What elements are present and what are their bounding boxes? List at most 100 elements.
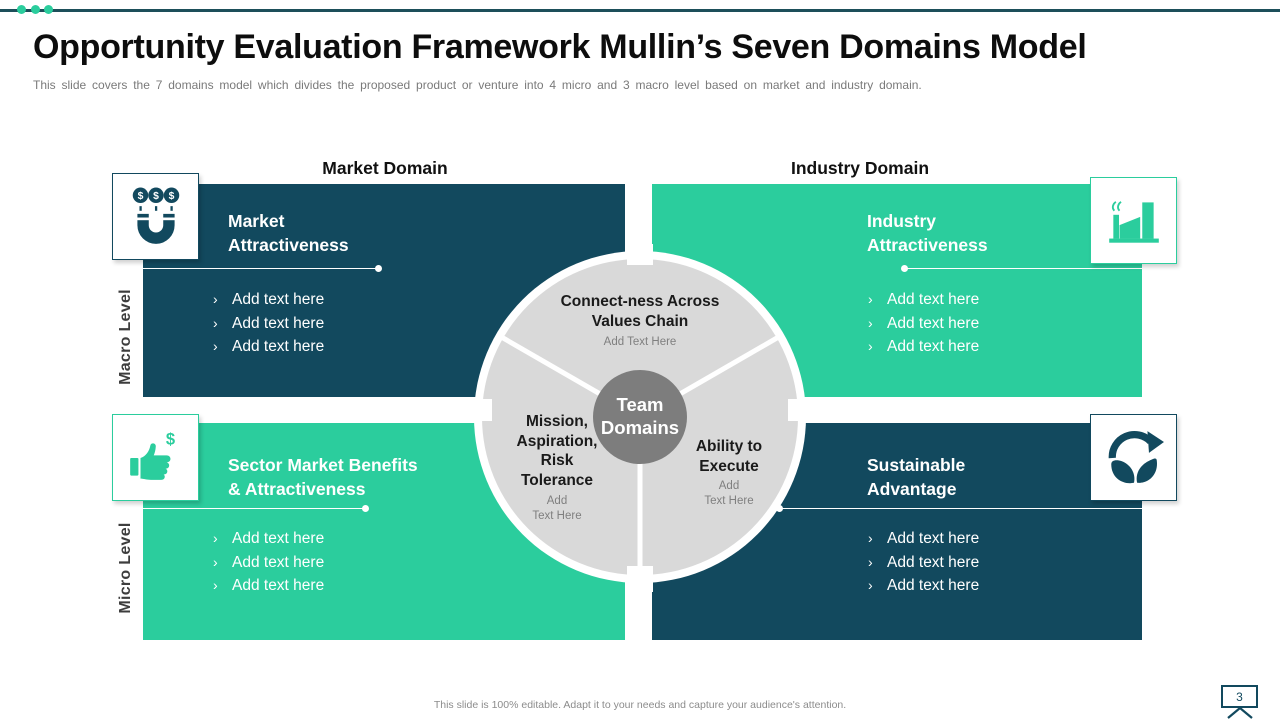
bullet-text: Add text here xyxy=(887,553,980,571)
bullet-marker: › xyxy=(868,530,873,546)
hub-label-line: Team xyxy=(616,394,664,415)
bullet-list: › Add text here › Add text here › Add text … xyxy=(868,527,979,598)
icon-box-industry xyxy=(1090,177,1177,264)
bullet-list: › Add text here › Add text here › Add text … xyxy=(213,527,324,598)
svg-text:$: $ xyxy=(165,429,174,448)
bullet-list: ›Add text here ›Add text here ›Add text … xyxy=(868,288,979,359)
svg-text:$: $ xyxy=(137,190,143,201)
bullet-text: Add text here xyxy=(887,577,980,594)
bullet-text: Add text here xyxy=(887,314,980,332)
segment-placeholder: Add Text Here xyxy=(487,494,627,523)
footer-note: This slide is 100% editable. Adapt it to… xyxy=(433,699,847,711)
bullet-marker: › xyxy=(213,553,218,570)
bullet-text: Add text here xyxy=(232,553,325,571)
wheel-hub xyxy=(593,370,687,464)
segment-title-line: Mission, xyxy=(525,413,588,430)
wheel-segment-mission: Mission, Aspiration, Risk Tolerance xyxy=(487,412,627,490)
panel-title-line: Sustainable xyxy=(867,455,966,475)
icon-box-market: $ $ $ xyxy=(112,173,199,260)
top-accent-line xyxy=(0,9,1280,12)
bullet-text: Add text here xyxy=(232,530,325,547)
bullet-marker: › xyxy=(213,530,218,546)
icon-box-sector: $ xyxy=(112,414,199,501)
thumbs-up-dollar-icon: $ xyxy=(129,429,175,480)
bullet-marker: › xyxy=(868,314,873,331)
title-underline xyxy=(780,508,1142,509)
segment-title-line: Connect-ness Across xyxy=(560,293,720,310)
hub-label-line: Domains xyxy=(600,417,680,438)
bullet-item: › Add text here xyxy=(868,551,979,575)
title-underline xyxy=(905,268,1142,269)
bullet-item: ›Add text here xyxy=(868,288,979,312)
segment-title-line: Execute xyxy=(699,457,759,475)
bullet-text: Add text here xyxy=(232,314,325,332)
segment-title-line: Values Chain xyxy=(591,313,689,330)
bullet-item: › Add text here xyxy=(213,574,324,598)
panel-title: Sustainable Advantage xyxy=(867,454,965,501)
wheel-segment-ability: Ability to Execute xyxy=(659,437,799,476)
underline-dot xyxy=(362,505,369,512)
segment-title-line: Ability to xyxy=(695,438,763,455)
panel-title: Sector Market Benefits & Attractiveness xyxy=(228,454,418,501)
presentation-screen-icon xyxy=(1227,708,1253,719)
bullet-marker: › xyxy=(213,577,218,593)
magnet-dollar-icon: $ $ $ xyxy=(132,187,179,244)
segment-placeholder: Add Text Here xyxy=(659,479,799,508)
panel-title-line: Sector Market Benefits xyxy=(228,455,418,475)
bullet-text: Add text here xyxy=(887,338,980,355)
accent-dot xyxy=(17,5,26,14)
segment-title-line: Tolerance xyxy=(520,471,594,489)
bullet-item: › Add text here xyxy=(213,551,324,575)
underline-dot xyxy=(375,265,382,272)
panel-title-line: Advantage xyxy=(867,478,957,499)
bullet-item: › Add text here xyxy=(213,288,324,312)
segment-placeholder: Add Text Here xyxy=(603,336,677,348)
panel-title: Market Attractiveness xyxy=(228,210,349,257)
bullet-item: › Add text here xyxy=(868,335,979,359)
column-header-industry: Industry Domain xyxy=(790,158,930,178)
underline-dot xyxy=(776,505,783,512)
panel-gap xyxy=(627,566,653,592)
title-underline xyxy=(143,268,378,269)
segment-placeholder-line: Add xyxy=(546,495,568,507)
bullet-text: Add text here xyxy=(887,530,980,547)
domains-wheel xyxy=(474,251,806,583)
sustainability-icon xyxy=(1108,430,1164,483)
bullet-marker: › xyxy=(868,338,873,354)
column-header-market: Market Domain xyxy=(322,158,448,178)
bullet-text: Add text here xyxy=(232,291,325,308)
bullet-list: › Add text here › Add text here › Add text … xyxy=(213,288,324,359)
wheel-segment-connectness: Connect-ness Across Values Chain xyxy=(520,292,760,332)
bullet-marker: › xyxy=(213,314,218,331)
panel-gap xyxy=(788,399,814,421)
bullet-item: › Add text here xyxy=(213,312,324,336)
svg-text:$: $ xyxy=(153,190,159,201)
page-number: 3 xyxy=(1236,689,1243,704)
segment-placeholder-line: Text Here xyxy=(532,509,582,522)
panel-gap xyxy=(466,399,492,421)
segment-title-line: Risk xyxy=(540,452,574,469)
page-number-badge: 3 xyxy=(1221,685,1258,708)
segment-placeholder-line: Add xyxy=(718,480,740,492)
bullet-marker: › xyxy=(213,338,218,354)
slide-subtitle: This slide covers the 7 domains model wh… xyxy=(33,78,922,92)
svg-text:$: $ xyxy=(168,190,174,201)
panel-title-line: Industry xyxy=(867,211,937,231)
panel-gap xyxy=(627,244,653,265)
factory-icon xyxy=(1108,200,1159,243)
hub-label: Team Domains xyxy=(570,393,710,439)
bullet-text: Add text here xyxy=(232,577,325,594)
bullet-text: Add text here xyxy=(232,338,325,355)
title-underline xyxy=(143,508,365,509)
slide-title: Opportunity Evaluation Framework Mullin’… xyxy=(33,28,1087,66)
underline-dot xyxy=(901,265,908,272)
segment-placeholder-line: Text Here xyxy=(704,494,754,507)
row-label-micro-text: Micro Level xyxy=(117,522,134,614)
bullet-item: › Add text here xyxy=(868,527,979,551)
bullet-marker: › xyxy=(213,291,218,307)
bullet-text: Add text here xyxy=(887,291,980,308)
bullet-marker: › xyxy=(868,577,873,593)
bullet-marker: › xyxy=(868,553,873,570)
panel-title-line: Market xyxy=(228,211,285,231)
